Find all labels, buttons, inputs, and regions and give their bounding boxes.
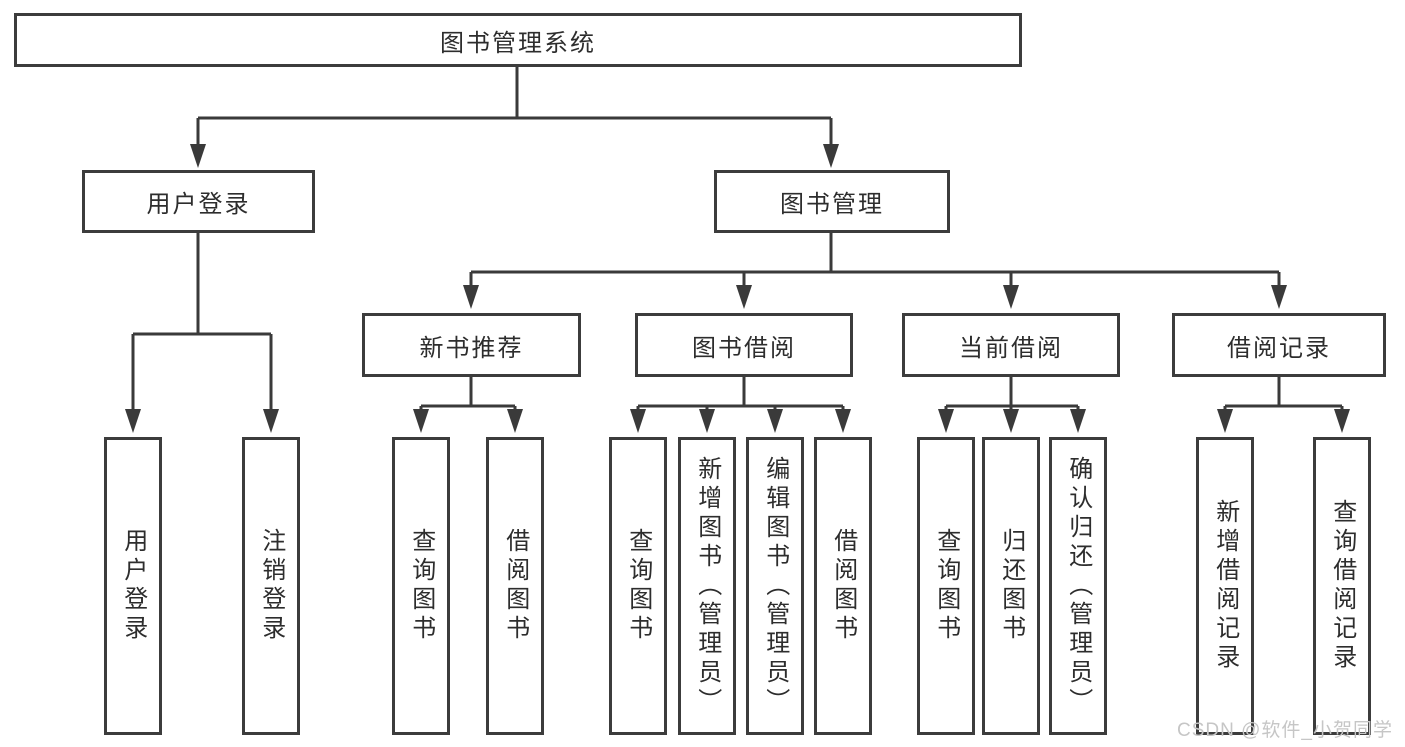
node-new-book-recommend: 新书推荐	[362, 313, 581, 377]
leaf-logout: 注销登录	[242, 437, 300, 735]
arrowhead	[463, 285, 479, 309]
node-user-login-label: 用户登录	[146, 191, 251, 218]
leaf-confirm-return-admin-label: 确认归还（管理员）	[1064, 455, 1092, 717]
arrowhead	[1271, 285, 1287, 309]
leaf-query-books-current-label: 查询图书	[932, 528, 960, 644]
connector-book-mgmt-children	[469, 233, 1281, 288]
node-current-borrowing-label: 当前借阅	[959, 334, 1063, 362]
leaf-borrow-books-recommend-label: 借阅图书	[501, 528, 529, 644]
node-library-system-label: 图书管理系统	[440, 29, 596, 57]
arrowhead	[263, 409, 279, 433]
leaf-add-borrow-record: 新增借阅记录	[1196, 437, 1254, 735]
leaf-edit-book-admin-label: 编辑图书（管理员）	[761, 455, 789, 717]
leaf-borrow-books-borrowing: 借阅图书	[814, 437, 872, 735]
node-book-management: 图书管理	[714, 170, 950, 233]
connector-current-borrow-children	[944, 377, 1080, 414]
leaf-borrow-books-borrowing-label: 借阅图书	[829, 528, 857, 644]
node-user-login: 用户登录	[82, 170, 315, 233]
leaf-query-books-borrowing: 查询图书	[609, 437, 667, 735]
csdn-watermark: CSDN @软件_小贺同学	[1177, 720, 1393, 741]
connector-user-login-children	[131, 233, 273, 412]
node-current-borrowing: 当前借阅	[902, 313, 1120, 377]
leaf-add-book-admin: 新增图书（管理员）	[678, 437, 736, 735]
arrowhead	[1070, 409, 1086, 433]
leaf-return-books-label: 归还图书	[997, 528, 1025, 644]
arrowhead	[835, 409, 851, 433]
node-book-borrowing-label: 图书借阅	[692, 334, 796, 362]
leaf-add-book-admin-label: 新增图书（管理员）	[693, 455, 721, 717]
arrowhead	[507, 409, 523, 433]
leaf-add-borrow-record-label: 新增借阅记录	[1211, 499, 1239, 673]
arrowhead	[767, 409, 783, 433]
leaf-query-books-borrowing-label: 查询图书	[624, 528, 652, 644]
node-book-borrowing: 图书借阅	[635, 313, 853, 377]
leaf-edit-book-admin: 编辑图书（管理员）	[746, 437, 804, 735]
arrowhead	[699, 409, 715, 433]
arrowhead	[190, 144, 206, 168]
leaf-query-books-recommend: 查询图书	[392, 437, 450, 735]
arrowhead	[630, 409, 646, 433]
leaf-query-books-current: 查询图书	[917, 437, 975, 735]
node-borrowing-records: 借阅记录	[1172, 313, 1386, 377]
leaf-query-borrow-record: 查询借阅记录	[1313, 437, 1371, 735]
leaf-query-books-recommend-label: 查询图书	[407, 528, 435, 644]
leaf-confirm-return-admin: 确认归还（管理员）	[1049, 437, 1107, 735]
arrowhead	[1003, 409, 1019, 433]
node-library-system: 图书管理系统	[14, 13, 1022, 67]
connector-root-to-level2	[196, 67, 833, 147]
connector-book-borrow-children	[636, 377, 845, 414]
arrowhead	[125, 409, 141, 433]
arrowheads	[125, 144, 1350, 433]
leaf-borrow-books-recommend: 借阅图书	[486, 437, 544, 735]
node-book-management-label: 图书管理	[780, 191, 884, 218]
leaf-user-login-label: 用户登录	[119, 528, 147, 644]
leaf-user-login: 用户登录	[104, 437, 162, 735]
arrowhead	[938, 409, 954, 433]
node-new-book-recommend-label: 新书推荐	[419, 334, 524, 362]
arrowhead	[1003, 285, 1019, 309]
connector-borrow-record-children	[1223, 377, 1344, 414]
arrowhead	[736, 285, 752, 309]
node-borrowing-records-label: 借阅记录	[1227, 334, 1331, 362]
arrowhead	[1334, 409, 1350, 433]
leaf-logout-label: 注销登录	[257, 528, 285, 644]
connector-new-book-children	[419, 377, 517, 414]
arrowhead	[413, 409, 429, 433]
arrowhead	[1217, 409, 1233, 433]
leaf-return-books: 归还图书	[982, 437, 1040, 735]
arrowhead	[823, 144, 839, 168]
leaf-query-borrow-record-label: 查询借阅记录	[1328, 499, 1356, 673]
